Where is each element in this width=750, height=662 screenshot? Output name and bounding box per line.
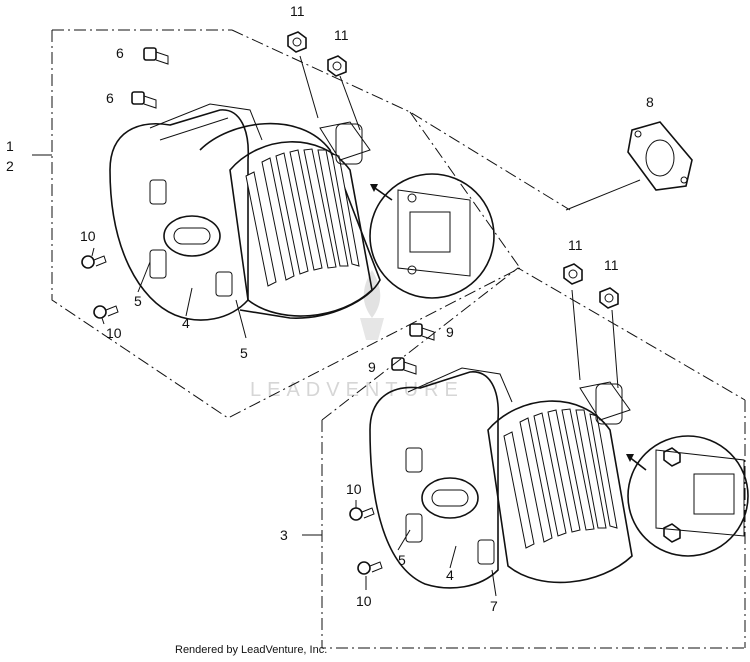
callout-7: 7 xyxy=(490,598,498,614)
callout-5-upper-right: 5 xyxy=(240,345,248,361)
upper-alternator xyxy=(109,55,495,321)
callout-2: 2 xyxy=(6,158,14,174)
leader-lines xyxy=(91,247,497,597)
rendered-by-footer: Rendered by LeadVenture, Inc. xyxy=(175,644,328,656)
bolt-6-upper xyxy=(143,47,169,65)
bolt-9-upper xyxy=(409,323,435,341)
callout-10-upper-b: 10 xyxy=(106,325,122,341)
screw-10-lower-a xyxy=(349,507,375,521)
callout-11-lower-b: 11 xyxy=(604,257,619,273)
callout-10-lower-b: 10 xyxy=(356,593,372,609)
lower-alternator xyxy=(369,289,749,589)
screw-10-upper-b xyxy=(93,305,119,319)
screw-10-upper-a xyxy=(81,255,107,269)
callout-5-lower: 5 xyxy=(398,552,406,568)
upper-badge xyxy=(163,215,221,257)
callout-6-lower: 6 xyxy=(106,90,114,106)
callout-6-upper: 6 xyxy=(116,45,124,61)
callout-4-lower: 4 xyxy=(446,567,454,583)
screw-10-lower-b xyxy=(357,561,383,575)
callout-8: 8 xyxy=(646,94,654,110)
lower-detail-view xyxy=(626,435,749,557)
watermark-text: LEADVENTURE xyxy=(250,379,464,401)
leadventure-watermark: LEADVENTURE xyxy=(250,270,464,401)
nut-11-upper-a xyxy=(287,31,307,53)
callout-4-upper: 4 xyxy=(182,315,190,331)
lower-badge xyxy=(421,477,479,519)
callout-10-upper-a: 10 xyxy=(80,228,96,244)
lower-fins xyxy=(487,400,633,584)
callout-11-lower-a: 11 xyxy=(568,237,583,253)
callout-3: 3 xyxy=(280,527,288,543)
upper-fins xyxy=(229,141,373,317)
callout-10-lower-a: 10 xyxy=(346,481,362,497)
callout-9-upper: 9 xyxy=(446,324,454,340)
nut-11-upper-b xyxy=(327,55,347,77)
callout-labels: 1 2 3 4 4 5 5 5 6 6 7 8 9 9 10 10 10 10 … xyxy=(6,3,654,614)
upper-detail-view xyxy=(369,173,495,299)
bolt-9-lower xyxy=(391,357,417,375)
callout-9-lower: 9 xyxy=(368,359,376,375)
callout-11-upper-b: 11 xyxy=(334,27,349,43)
lower-group-frame xyxy=(302,179,746,649)
nut-11-lower-a xyxy=(563,263,583,285)
callout-11-upper-a: 11 xyxy=(290,3,305,19)
nut-11-lower-b xyxy=(599,287,619,309)
callout-5-upper-left: 5 xyxy=(134,293,142,309)
callout-1: 1 xyxy=(6,138,14,154)
gasket-8 xyxy=(627,121,693,191)
bolt-6-lower xyxy=(131,91,157,109)
upper-group-frame xyxy=(32,29,571,419)
